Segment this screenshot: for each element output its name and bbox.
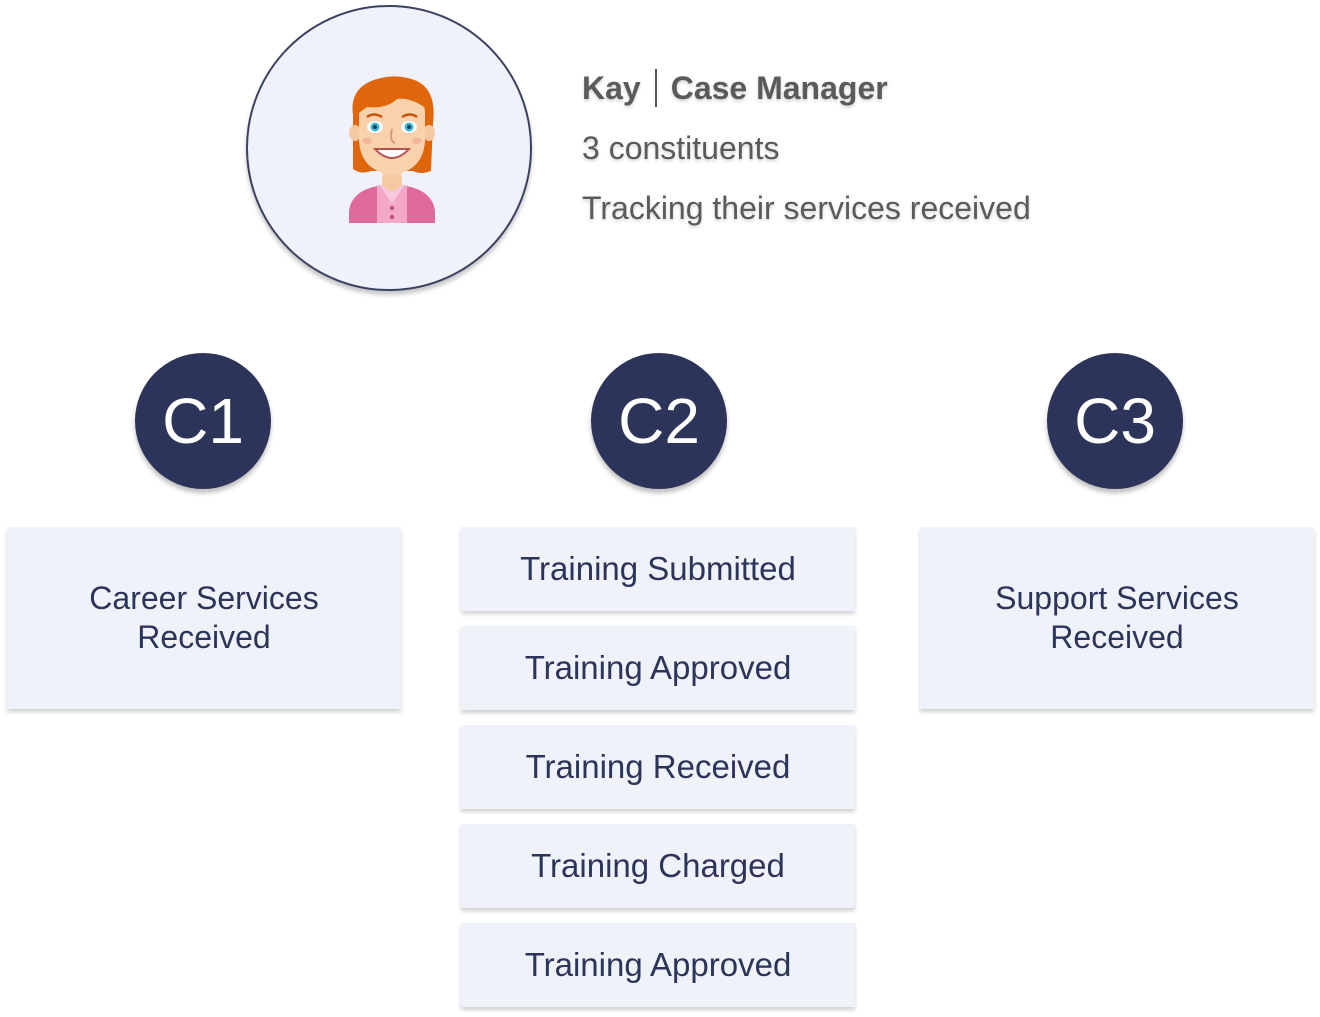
service-card-c1: Career Services Received: [7, 527, 401, 709]
service-card-c2-4: Training Charged: [461, 824, 855, 908]
persona-description: Tracking their services received: [582, 190, 1031, 226]
persona-name: Kay: [582, 70, 641, 106]
persona-info: Kay Case Manager 3 constituents Tracking…: [582, 66, 1031, 230]
persona-role: Case Manager: [670, 70, 888, 106]
title-separator: [654, 69, 657, 107]
service-card-c2-1: Training Submitted: [461, 527, 855, 611]
service-card-c2-2: Training Approved: [461, 626, 855, 710]
constituent-badge-c3: C3: [1047, 353, 1183, 489]
service-card-c2-5: Training Approved: [461, 923, 855, 1007]
service-card-c3: Support Services Received: [920, 527, 1314, 709]
service-card-label: Career Services Received: [89, 580, 319, 655]
woman-avatar-icon: [349, 76, 435, 223]
persona-title: Kay Case Manager: [582, 66, 1031, 110]
avatar: [246, 5, 532, 291]
constituent-count: 3 constituents: [582, 130, 780, 166]
constituent-badge-c1: C1: [135, 353, 271, 489]
service-card-c2-3: Training Received: [461, 725, 855, 809]
service-card-label: Support Services Received: [995, 580, 1239, 655]
constituent-badge-c2: C2: [591, 353, 727, 489]
